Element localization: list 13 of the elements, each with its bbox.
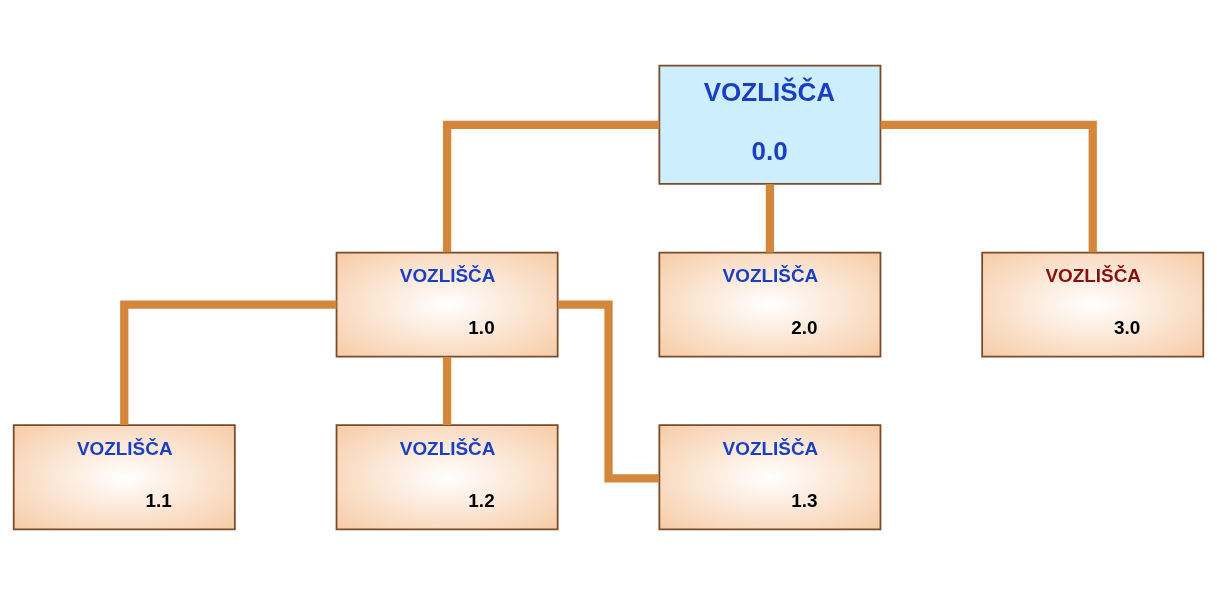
node-box: VOZLIŠČA 1.3 xyxy=(658,423,882,530)
node-box: VOZLIŠČA 1.2 xyxy=(335,423,559,530)
connector xyxy=(442,356,452,425)
connector xyxy=(557,299,660,483)
connector xyxy=(442,120,660,252)
node-box: VOZLIŠČA 0.0 xyxy=(658,64,882,185)
connector xyxy=(880,120,1097,252)
connector xyxy=(120,299,337,425)
node-box: VOZLIŠČA 1.0 xyxy=(335,251,559,357)
node-box: VOZLIŠČA 2.0 xyxy=(658,251,882,357)
node-box: VOZLIŠČA 3.0 xyxy=(981,251,1205,357)
node-box: VOZLIŠČA 1.1 xyxy=(12,423,236,530)
connector xyxy=(765,183,775,253)
